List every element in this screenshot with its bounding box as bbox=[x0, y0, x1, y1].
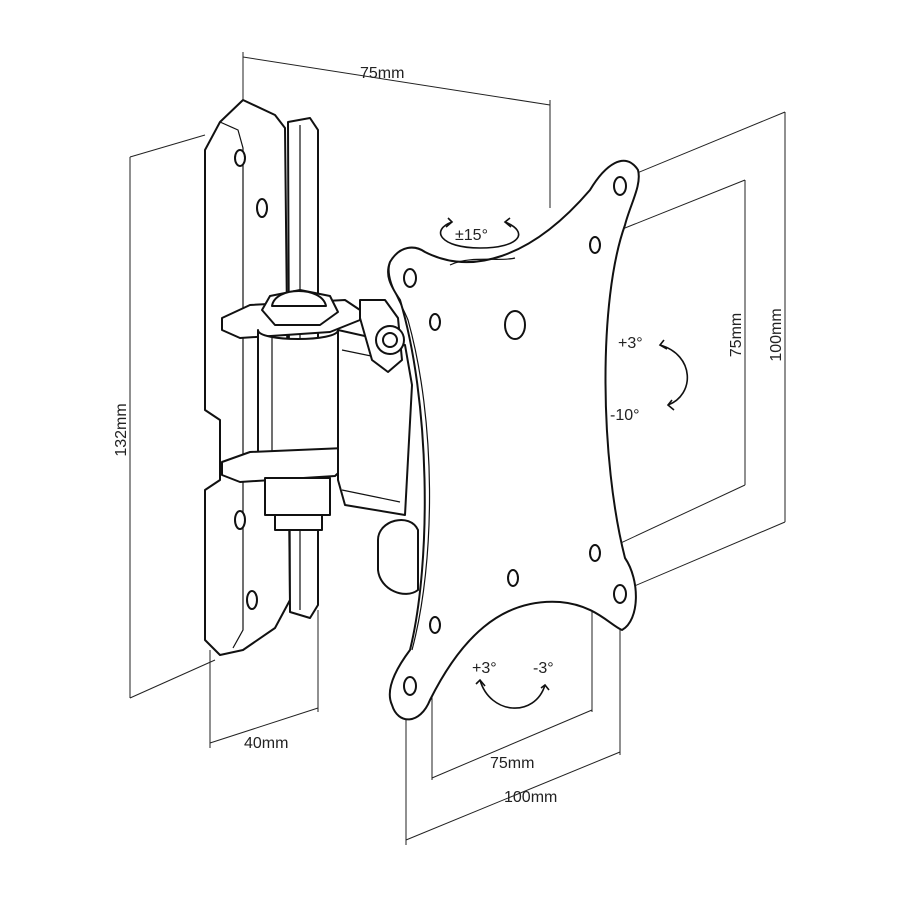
vesa-hole bbox=[403, 268, 417, 288]
dim-vesa-inner-horizontal: 75mm bbox=[490, 755, 534, 772]
vesa-hole bbox=[403, 676, 417, 696]
vesa-hole bbox=[589, 236, 601, 254]
center-hole bbox=[507, 569, 519, 587]
tilt-up-label: +3° bbox=[618, 335, 643, 352]
dim-vesa-inner-vertical: 75mm bbox=[728, 313, 745, 357]
swivel-label: ±15° bbox=[455, 227, 488, 244]
wall-hole bbox=[234, 510, 246, 530]
vesa-hole bbox=[589, 544, 601, 562]
rotation-arrows bbox=[439, 217, 689, 709]
wall-hole bbox=[256, 198, 268, 218]
dim-wall-height: 132mm bbox=[113, 403, 130, 456]
dim-depth: 40mm bbox=[244, 735, 288, 752]
level-left-label: +3° bbox=[472, 660, 497, 677]
vesa-plate bbox=[387, 159, 640, 721]
vesa-hole bbox=[429, 616, 441, 634]
dim-vesa-outer-vertical: 100mm bbox=[768, 308, 785, 361]
vesa-hole bbox=[613, 176, 627, 196]
vesa-hole bbox=[613, 584, 627, 604]
level-right-label: -3° bbox=[533, 660, 554, 677]
hinge-arm bbox=[221, 289, 419, 595]
center-hole bbox=[504, 310, 526, 340]
wall-hole bbox=[234, 149, 246, 167]
dim-top-width: 75mm bbox=[360, 65, 404, 82]
wall-hole bbox=[246, 590, 258, 610]
vesa-hole bbox=[429, 313, 441, 331]
dim-vesa-outer-horizontal: 100mm bbox=[504, 789, 557, 806]
tilt-down-label: -10° bbox=[610, 407, 640, 424]
